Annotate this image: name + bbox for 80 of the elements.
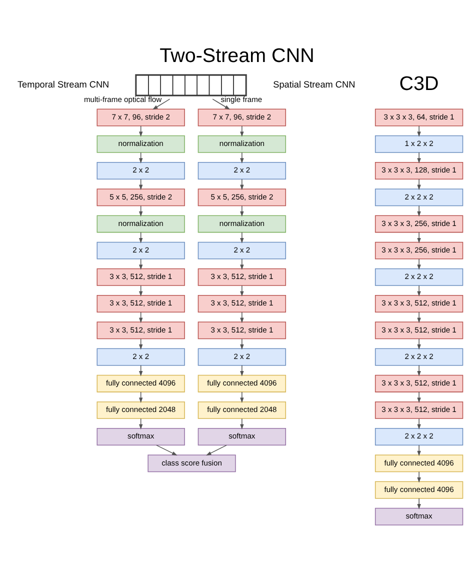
node-box: 2 x 2 [198,162,286,180]
arrow [240,152,244,164]
node-box: 7 x 7, 96, stride 2 [198,108,286,126]
edge-label: single frame [220,94,262,104]
arrow [212,98,230,110]
arrow [417,365,421,376]
arrow [417,258,421,270]
arrow [417,152,421,164]
arrow [417,418,421,430]
node-box: softmax [198,428,286,446]
node-box: 2 x 2 x 2 [374,348,464,366]
arrow [240,126,244,137]
arrow [417,444,421,456]
node-box: 5 x 5, 256, stride 2 [96,188,185,206]
node-box: fully connected 4096 [374,481,464,499]
node-box: 2 x 2 [198,348,286,366]
node-box: 3 x 3 x 3, 64, stride 1 [374,108,464,126]
node-box: 2 x 2 x 2 [374,428,464,446]
arrow [417,126,421,137]
node-box: fully connected 2048 [96,401,185,419]
node-box: 3 x 3, 512, stride 1 [198,295,286,312]
node-box: fully connected 4096 [374,454,464,472]
arrow [240,205,244,217]
label: Temporal Stream CNN [18,80,110,90]
arrow [417,312,421,324]
arrow [240,418,244,430]
node-box: 3 x 3, 512, stride 1 [96,295,185,312]
arrow [156,444,178,456]
node-box: 3 x 3, 512, stride 1 [96,322,185,340]
arrow [240,232,244,244]
node-box: 2 x 2 x 2 [374,188,464,206]
arrow [240,258,244,270]
arrow [240,338,244,350]
node-box: normalization [96,135,185,153]
node-box: 3 x 3, 512, stride 1 [198,322,286,340]
node-box: 3 x 3 x 3, 256, stride 1 [374,242,464,260]
label: C3D [399,73,439,96]
node-box: fully connected 4096 [96,374,185,392]
arrow [240,178,244,190]
arrow [417,498,421,510]
node-box: softmax [374,508,464,526]
node-box: 5 x 5, 256, stride 2 [198,188,286,206]
node-box: 7 x 7, 96, stride 2 [96,108,185,126]
node-box: normalization [96,215,185,233]
node-box: fully connected 2048 [198,401,286,419]
edge-label: multi-frame optical flow [84,94,162,104]
arrow [417,178,421,190]
node-box: 3 x 3 x 3, 512, stride 1 [374,401,464,419]
arrow [152,98,170,110]
arrow [417,285,421,297]
node-box: normalization [198,135,286,153]
diagram-title: Two-Stream CNN [160,44,314,67]
arrow [417,232,421,244]
node-box: 3 x 3 x 3, 512, stride 1 [374,295,464,312]
node-box: class score fusion [148,454,236,472]
node-box: normalization [198,215,286,233]
node-box: 2 x 2 [198,242,286,260]
node-box: 2 x 2 [96,348,185,366]
arrow [417,338,421,350]
node-box: 3 x 3 x 3, 128, stride 1 [374,162,464,180]
arrow [417,205,421,217]
arrow [417,471,421,483]
arrow [240,312,244,324]
node-box: 3 x 3 x 3, 256, stride 1 [374,215,464,233]
node-box: softmax [96,428,185,446]
node-box: 3 x 3, 512, stride 1 [96,268,185,286]
arrow [206,444,227,456]
node-box: 2 x 2 [96,162,185,180]
node-box: 3 x 3 x 3, 512, stride 1 [374,322,464,340]
node-box: 1 x 2 x 2 [374,135,464,153]
node-box: 2 x 2 x 2 [374,268,464,286]
node-box: 3 x 3, 512, stride 1 [198,268,286,286]
arrow [240,392,244,403]
node-box: 3 x 3 x 3, 512, stride 1 [374,374,464,392]
arrow [240,365,244,376]
arrow [417,392,421,403]
label: Spatial Stream CNN [273,80,356,90]
node-box: fully connected 4096 [198,374,286,392]
arrow [240,285,244,297]
node-box: 2 x 2 [96,242,185,260]
